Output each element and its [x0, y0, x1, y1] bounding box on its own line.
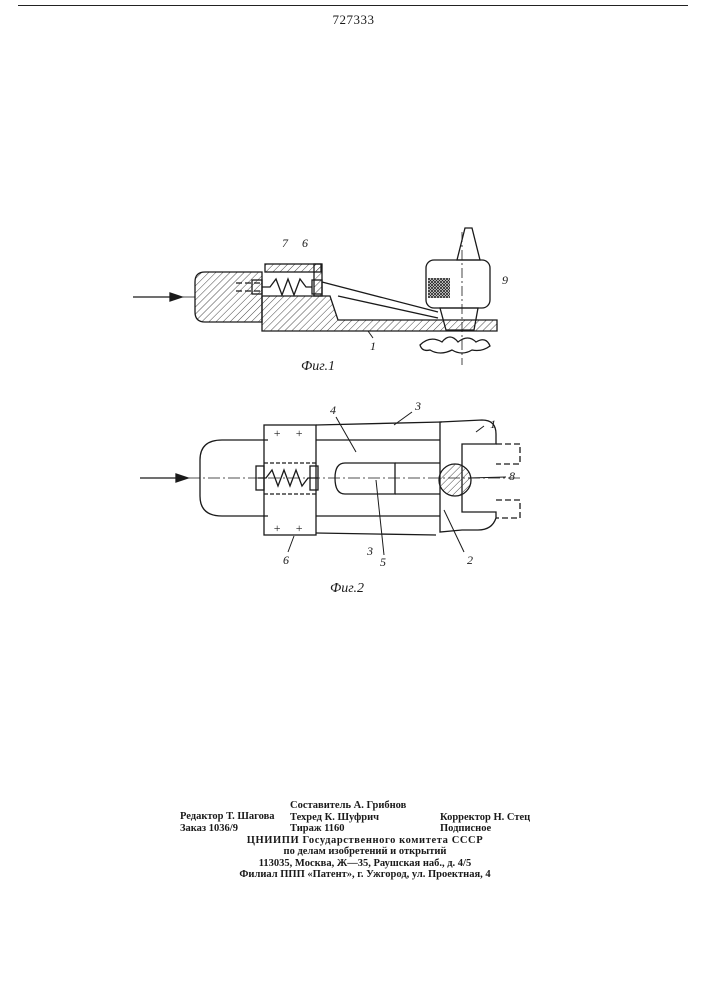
frame-bottom: [316, 533, 436, 535]
tool-texture: [428, 278, 450, 298]
plus-4: +: [295, 521, 303, 535]
fig2-label-2: 2: [467, 553, 473, 567]
fig2-label-3-bottom: 3: [366, 544, 373, 558]
fig2-label-4: 4: [330, 403, 336, 417]
subscription: Подписное: [440, 823, 550, 835]
fig2-label-6: 6: [283, 553, 289, 567]
corrector: Корректор Н. Стец: [440, 812, 550, 824]
org-line-1: ЦНИИПИ Государственного комитета СССР: [180, 835, 550, 847]
frame-top: [316, 422, 442, 425]
fig2-label-1: 1: [490, 417, 496, 431]
round-bar: [439, 464, 471, 496]
fig2-label-3-top: 3: [414, 399, 421, 413]
dashed-jaw-top: [496, 444, 520, 464]
plus-3: +: [273, 521, 281, 535]
techred: Техред К. Шуфрич: [290, 812, 440, 824]
spring-fig1: [262, 279, 312, 295]
org-line-2: по делам изобретений и открытий: [180, 846, 550, 858]
tool-tip: [457, 228, 480, 260]
housing-fig2: [264, 425, 316, 535]
fig1-label-6: 6: [302, 236, 308, 250]
plus-2: +: [295, 426, 303, 440]
branch: Филиал ППП «Патент», г. Ужгород, ул. Про…: [180, 869, 550, 881]
arrow-head-fig1: [170, 293, 182, 301]
slot: [335, 463, 395, 494]
fig1-label-9: 9: [502, 273, 508, 287]
address: 113035, Москва, Ж—35, Раушская наб., д. …: [180, 858, 550, 870]
order: Заказ 1036/9: [180, 823, 290, 835]
cutter-head: [420, 337, 490, 353]
print-run: Тираж 1160: [290, 823, 440, 835]
housing-top: [265, 264, 321, 272]
dashed-jaw-bottom: [496, 500, 520, 518]
fig1-label-7: 7: [282, 236, 289, 250]
fig1-caption: Фиг.1: [301, 359, 335, 374]
fig1-label-1: 1: [370, 339, 376, 353]
fig2-caption: Фиг.2: [330, 581, 364, 596]
plus-1: +: [273, 426, 281, 440]
colophon: Редактор Т. Шагова Составитель А. Грибно…: [180, 800, 550, 881]
figure-1: [133, 228, 497, 365]
fig2-label-8: 8: [509, 469, 515, 483]
lever-line: [322, 282, 438, 312]
figure-2: [140, 420, 520, 535]
fig2-label-5: 5: [380, 555, 386, 569]
